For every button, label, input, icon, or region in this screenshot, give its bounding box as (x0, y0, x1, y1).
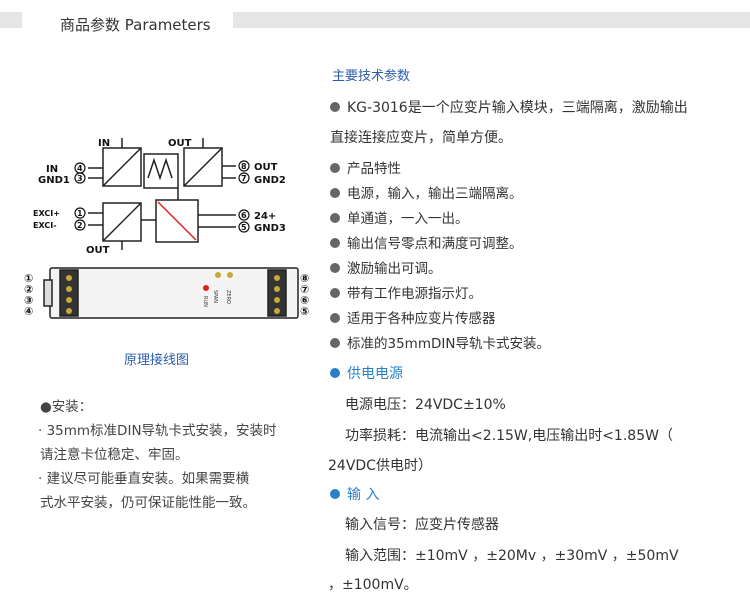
svg-text:OUT: OUT (86, 245, 110, 256)
bullet-dot-icon (330, 368, 340, 378)
install-line: · 建议尽可能垂直安装。如果需要横 (38, 471, 250, 487)
install-head: ●安装： (40, 399, 93, 415)
bullet-dot-icon (330, 338, 340, 348)
svg-text:GND1: GND1 (38, 175, 70, 186)
install-line: · 35mm标准DIN导轨卡式安装，安装时 (38, 423, 277, 439)
feature-item: 电源，输入，输出三端隔离。 (330, 182, 523, 202)
input-signal: 输入信号：应变片传感器 (345, 517, 499, 533)
svg-text:④: ④ (24, 305, 33, 318)
bullet-dot-icon (330, 213, 340, 223)
bullet-dot-icon (330, 288, 340, 298)
section-title: 商品参数 Parameters (60, 16, 211, 34)
svg-text:IN: IN (46, 164, 58, 175)
diagram-caption: 原理接线图 (124, 353, 190, 368)
intro-line: 直接连接应变片，简单方便。 (330, 130, 512, 146)
feature-item: 单通道，一入一出。 (330, 207, 469, 227)
svg-text:⑦: ⑦ (300, 283, 309, 296)
svg-text:①: ① (24, 272, 33, 285)
svg-text:OUT: OUT (254, 162, 278, 173)
svg-text:EXCI-: EXCI- (33, 221, 57, 230)
feature-item: 激励输出可调。 (330, 257, 442, 277)
tech-params-title: 主要技术参数 (332, 69, 411, 84)
svg-text:GND2: GND2 (254, 175, 286, 186)
svg-text:5: 5 (241, 223, 247, 232)
svg-text:⑥: ⑥ (300, 294, 309, 307)
svg-text:IN: IN (98, 138, 110, 149)
power-section-head: 供电电源 (330, 363, 403, 383)
power-voltage: 电源电压：24VDC±10% (345, 397, 506, 413)
svg-text:RUN: RUN (202, 296, 208, 307)
bullet-dot-icon (330, 313, 340, 323)
svg-text:3: 3 (77, 174, 83, 183)
wiring-diagram: IN OUT IN GND1 OUT GND2 EXCI+ EXCI- 24+ … (24, 138, 309, 319)
feature-item: 带有工作电源指示灯。 (330, 282, 482, 302)
input-range: 输入范围：±10mV ，±20Mv ，±30mV ，±50mV (345, 548, 679, 564)
svg-text:7: 7 (241, 174, 247, 183)
svg-text:6: 6 (241, 211, 247, 220)
svg-text:⑤: ⑤ (300, 305, 309, 318)
install-line: 请注意卡位稳定、牢固。 (40, 447, 189, 463)
svg-text:8: 8 (241, 162, 247, 171)
svg-text:OUT: OUT (168, 138, 192, 149)
power-consumption: 功率损耗：电流输出<2.15W,电压输出时<1.85W（ (345, 428, 673, 444)
header-bar-right (233, 12, 750, 28)
feature-item: 适用于各种应变片传感器 (330, 307, 496, 327)
svg-text:③: ③ (24, 294, 33, 307)
svg-text:2: 2 (77, 221, 83, 230)
intro-line: KG-3016是一个应变片输入模块，三端隔离，激励输出 (330, 97, 688, 117)
svg-text:②: ② (24, 283, 33, 296)
svg-text:⑧: ⑧ (300, 272, 309, 285)
feature-item: 产品特性 (330, 157, 401, 177)
svg-text:1: 1 (77, 209, 83, 218)
svg-text:SPAN: SPAN (212, 290, 218, 303)
bullet-dot-icon (330, 489, 340, 499)
input-section-head: 输 入 (330, 484, 379, 504)
svg-text:GND3: GND3 (254, 223, 286, 234)
installation-notes: ●安装： · 35mm标准DIN导轨卡式安装，安装时 请注意卡位稳定、牢固。 ·… (38, 395, 320, 515)
bullet-dot-icon (330, 188, 340, 198)
install-line: 式水平安装，仍可保证能性能一致。 (40, 495, 256, 511)
svg-text:EXCI+: EXCI+ (33, 209, 60, 218)
header-bar-left (0, 12, 22, 28)
feature-item: 输出信号零点和满度可调整。 (330, 232, 523, 252)
power-consumption: 24VDC供电时） (328, 458, 432, 474)
bullet-dot-icon (330, 263, 340, 273)
filter-box (143, 153, 179, 189)
bullet-dot-icon (330, 102, 340, 112)
bullet-dot-icon (330, 238, 340, 248)
svg-text:4: 4 (77, 164, 83, 173)
svg-text:ZERO: ZERO (225, 290, 231, 304)
feature-item: 标准的35mmDIN导轨卡式安装。 (330, 332, 550, 352)
input-range: ，±100mV。 (328, 577, 418, 593)
bullet-dot-icon (330, 163, 340, 173)
svg-text:24+: 24+ (254, 211, 276, 222)
